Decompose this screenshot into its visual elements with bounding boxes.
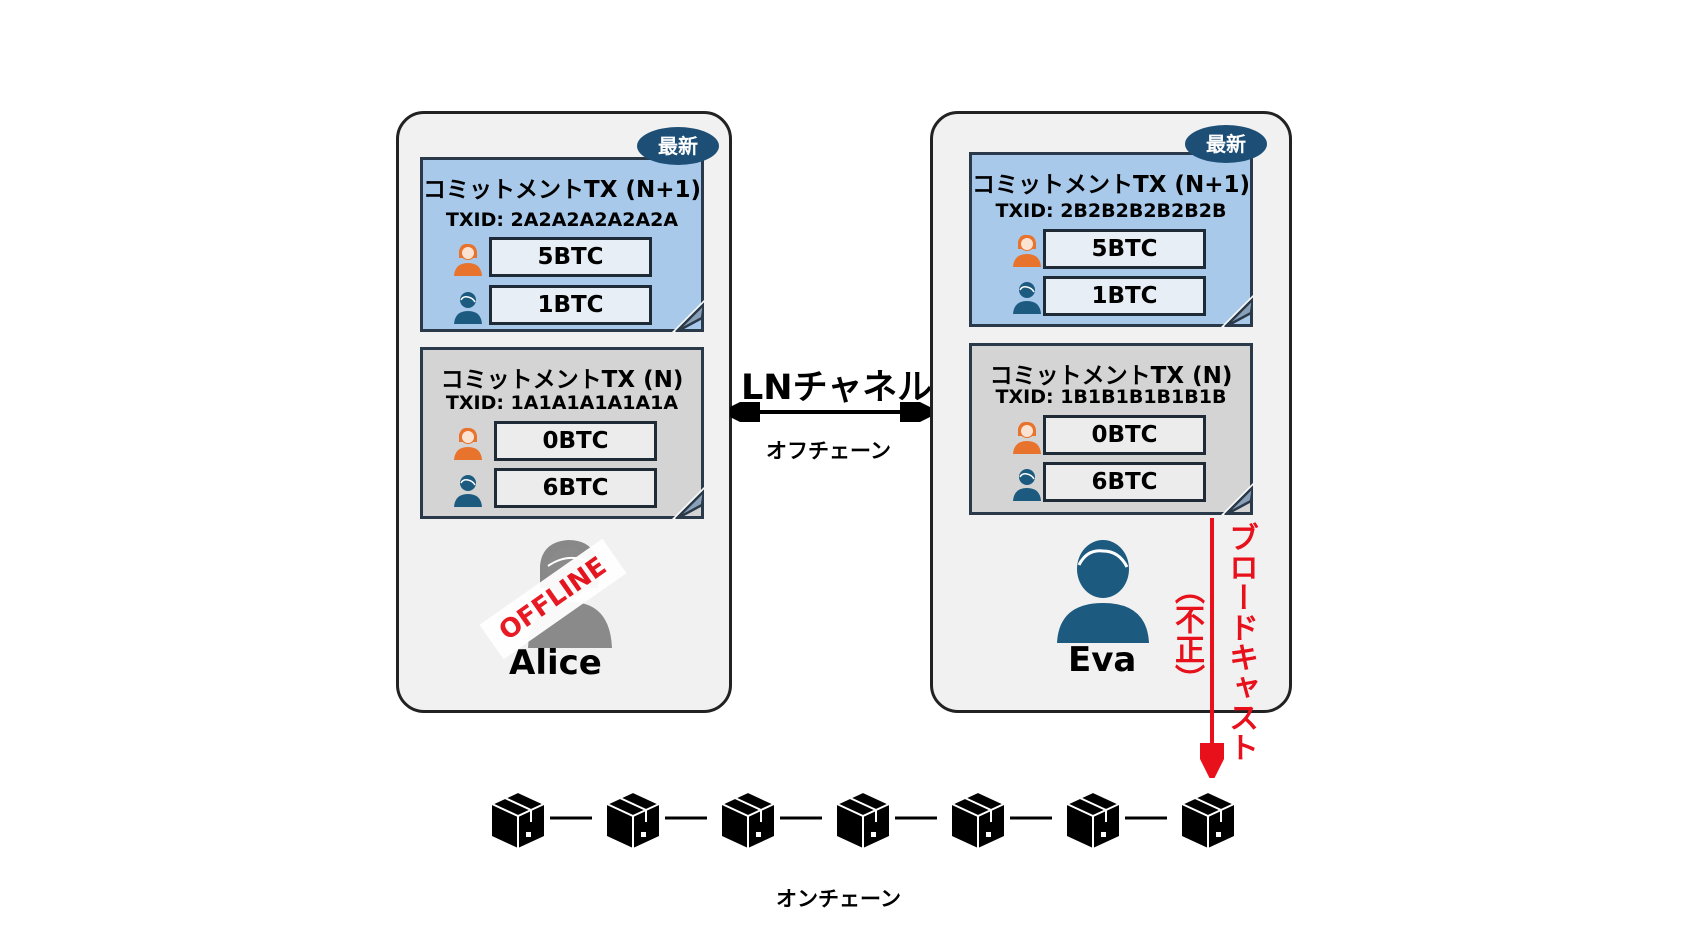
male-user-icon xyxy=(453,290,483,324)
male-user-icon xyxy=(1012,467,1042,501)
card-title: コミットメントTX (N+1) xyxy=(423,177,701,203)
amount-box: 6BTC xyxy=(494,468,657,508)
card-txid: TXID: 1B1B1B1B1B1B xyxy=(995,386,1227,408)
broadcast-arrow xyxy=(1200,518,1224,778)
female-user-icon xyxy=(453,426,483,460)
channel-label: LNチャネル xyxy=(741,368,933,408)
alice-card-previous: コミットメントTX (N) TXID: 1A1A1A1A1A1A 0BTC 6B… xyxy=(420,347,704,519)
male-user-icon xyxy=(1012,280,1042,314)
card-txid: TXID: 1A1A1A1A1A1A xyxy=(445,392,679,414)
channel-arrow xyxy=(730,402,930,422)
amount-box: 6BTC xyxy=(1043,462,1206,502)
offchain-label: オフチェーン xyxy=(766,439,891,463)
eva-avatar-icon xyxy=(1057,540,1149,643)
blockchain xyxy=(491,791,1235,849)
amount-box: 5BTC xyxy=(489,237,652,277)
onchain-label: オンチェーン xyxy=(776,887,901,911)
block-cube-icon xyxy=(721,791,775,849)
card-txid: TXID: 2A2A2A2A2A2A xyxy=(445,209,679,231)
card-title: コミットメントTX (N) xyxy=(440,367,684,393)
page-fold-icon xyxy=(1221,483,1253,515)
latest-badge: 最新 xyxy=(637,127,719,165)
amount-box: 0BTC xyxy=(1043,415,1206,455)
card-title: コミットメントTX (N+1) xyxy=(972,172,1250,198)
page-fold-icon xyxy=(672,487,704,519)
amount-box: 0BTC xyxy=(494,421,657,461)
female-user-icon xyxy=(1012,420,1042,454)
alice-name: Alice xyxy=(509,643,602,683)
male-user-icon xyxy=(453,473,483,507)
card-title: コミットメントTX (N) xyxy=(989,363,1233,389)
amount-box: 5BTC xyxy=(1043,229,1206,269)
amount-box: 1BTC xyxy=(1043,276,1206,316)
amount-box: 1BTC xyxy=(489,285,652,325)
block-cube-icon xyxy=(606,791,660,849)
fraud-label: （不正） xyxy=(1169,574,1204,694)
eva-name: Eva xyxy=(1068,640,1137,680)
latest-badge: 最新 xyxy=(1185,125,1267,163)
block-cube-icon xyxy=(951,791,1005,849)
eva-card-latest: コミットメントTX (N+1) TXID: 2B2B2B2B2B2B 5BTC … xyxy=(969,152,1253,327)
card-txid: TXID: 2B2B2B2B2B2B xyxy=(995,200,1227,222)
page-fold-icon xyxy=(672,300,704,332)
alice-card-latest: コミットメントTX (N+1) TXID: 2A2A2A2A2A2A 5BTC … xyxy=(420,157,704,332)
block-cube-icon xyxy=(836,791,890,849)
block-cube-icon xyxy=(491,791,545,849)
broadcast-label: ブロードキャスト xyxy=(1223,522,1258,762)
block-cube-icon xyxy=(1181,791,1235,849)
female-user-icon xyxy=(453,242,483,276)
eva-card-previous: コミットメントTX (N) TXID: 1B1B1B1B1B1B 0BTC 6B… xyxy=(969,343,1253,515)
block-cube-icon xyxy=(1066,791,1120,849)
female-user-icon xyxy=(1012,233,1042,267)
page-fold-icon xyxy=(1221,295,1253,327)
